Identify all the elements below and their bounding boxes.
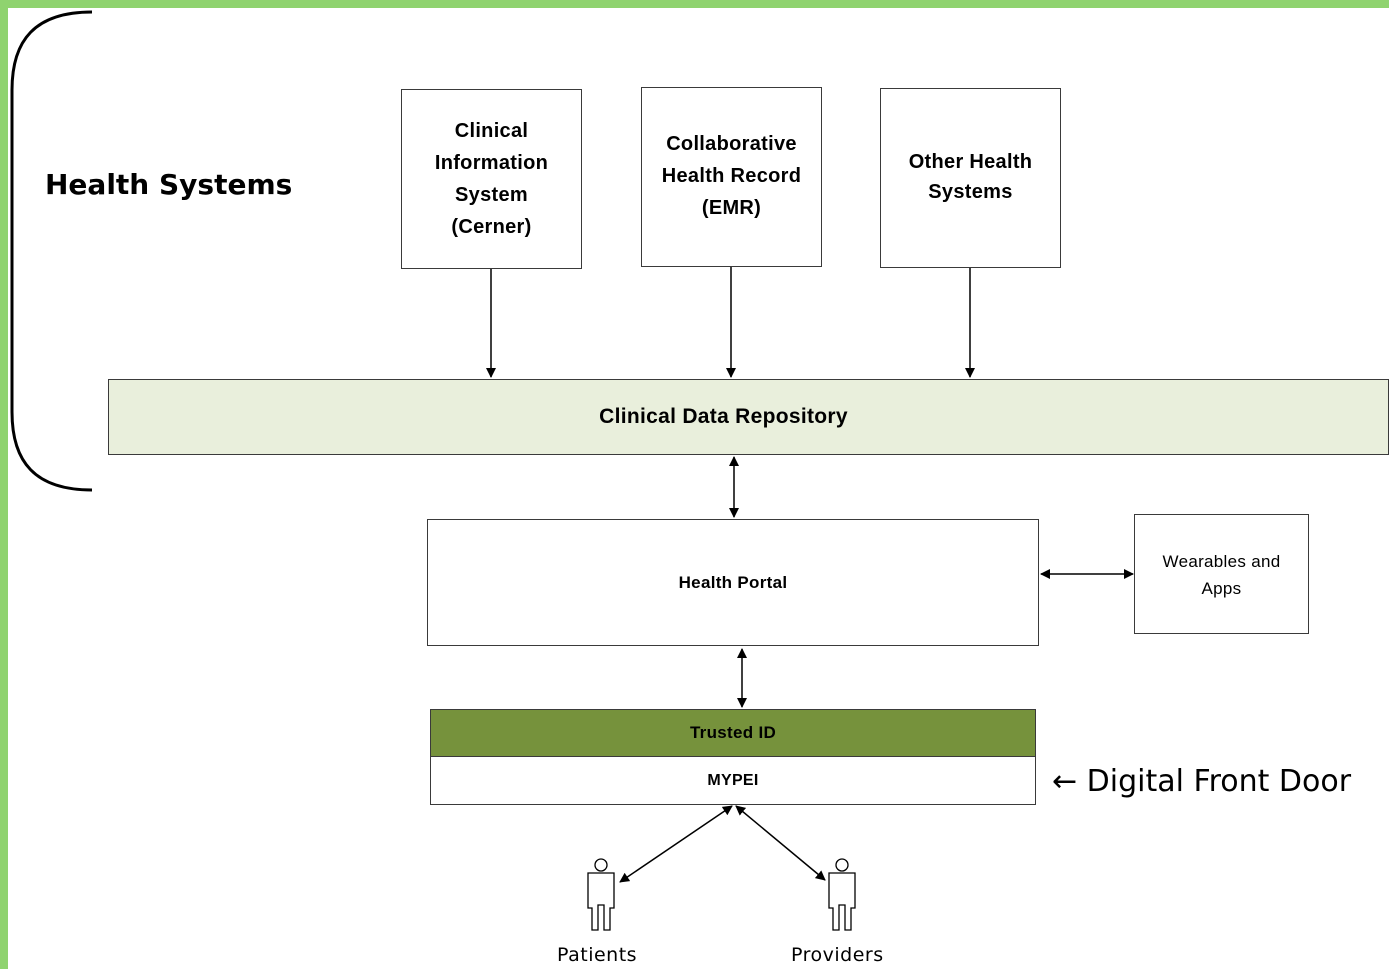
frame-border-left [0, 0, 8, 969]
health-systems-title: Health Systems [45, 168, 293, 201]
box-line: Collaborative [666, 133, 797, 155]
frame-border-top [0, 0, 1389, 8]
other-health-systems-box: Other Health Systems [880, 88, 1061, 268]
box-line: Clinical [454, 120, 529, 142]
box-line: Apps [1201, 579, 1242, 598]
trusted-id-label: Trusted ID [689, 723, 777, 742]
digital-front-door-label: ← Digital Front Door [1052, 764, 1352, 799]
arrow-mypei-patients [619, 805, 733, 883]
box-line: Wearables and [1162, 552, 1281, 571]
health-portal-box: Health Portal [427, 519, 1039, 646]
patients-label: Patients [557, 944, 638, 966]
collaborative-health-record-box: Collaborative Health Record (EMR) [641, 87, 822, 267]
box-line: (Cerner) [451, 216, 532, 238]
wearables-apps-box: Wearables and Apps [1134, 514, 1309, 634]
box-line: Systems [928, 181, 1013, 203]
mypei-bar: MYPEI [430, 756, 1036, 805]
arrow-mypei-providers [735, 805, 826, 881]
clinical-information-system-box: Clinical Information System (Cerner) [401, 89, 582, 269]
box-line: Information [434, 152, 549, 174]
repository-label: Clinical Data Repository [599, 405, 848, 428]
trusted-id-bar: Trusted ID [430, 709, 1036, 757]
box-line: Other Health [908, 151, 1033, 173]
clinical-data-repository-bar: Clinical Data Repository [108, 379, 1389, 455]
providers-label: Providers [791, 944, 884, 966]
mypei-label: MYPEI [707, 771, 759, 789]
box-line: (EMR) [701, 197, 762, 219]
health-systems-brace [10, 10, 93, 492]
patient-actor-icon [587, 858, 615, 931]
provider-actor-icon [828, 858, 856, 931]
box-line: Health Record [661, 165, 802, 187]
portal-label: Health Portal [678, 572, 788, 592]
box-line: System [455, 184, 528, 206]
